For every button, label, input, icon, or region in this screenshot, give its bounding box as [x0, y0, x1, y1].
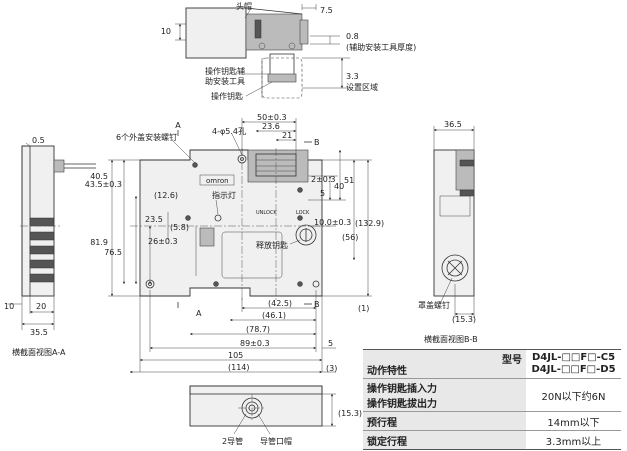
spec-row: 锁定行程 3.3mm以上	[363, 430, 621, 450]
label-cover-screw: 罩盖螺钉	[418, 300, 450, 310]
spec-head-label: 动作特性	[367, 366, 407, 377]
spec-header-cell: 型号 动作特性	[363, 349, 526, 379]
label-aux-thickness: (辅助安装工具厚度)	[346, 42, 416, 52]
label-brand: omron	[206, 177, 229, 185]
dim-5: 5	[320, 189, 325, 198]
label-head: 头帽	[236, 1, 252, 11]
label-view-aa: 横截面视图A-A	[12, 347, 66, 357]
spec-label-line2: 操作钥匙拔出力	[367, 399, 437, 410]
dim-114: (114)	[228, 363, 250, 372]
dim-3-3: 3.3	[346, 72, 359, 81]
label-key-aid: 操作钥匙辅	[205, 66, 245, 76]
dim-46-1: (46.1)	[262, 311, 286, 320]
dim-0-8: 0.8	[346, 32, 359, 41]
label-release-key: 释放钥匙	[256, 240, 288, 250]
dim-10-left: 10	[4, 302, 14, 311]
dim-89: 89±0.3	[240, 339, 270, 348]
bottom-view	[189, 385, 336, 435]
spec-row-label: 锁定行程	[363, 430, 526, 450]
dim-10-03: 10.0±0.3	[314, 218, 351, 227]
dim-51: 51	[344, 176, 354, 185]
spec-model-2: D4JL-□□F□-D5	[531, 364, 616, 375]
dim-43-5: 43.5±0.3	[85, 180, 122, 189]
dim-21: 21	[282, 131, 292, 140]
label-conduit2: 2导管	[222, 436, 243, 446]
arrow-b-top: B	[314, 138, 320, 147]
dim-20: 20	[36, 302, 46, 311]
arrow-b-bottom: B	[314, 300, 320, 309]
label-view-bb: 横截面视图B-B	[424, 334, 478, 344]
dim-56: (56)	[342, 233, 358, 242]
label-lock: LOCK	[296, 210, 310, 216]
spec-row-value: 3.3mm以上	[526, 430, 621, 450]
dim-78-7: (78.7)	[246, 325, 270, 334]
dim-7-5: 7.5	[320, 6, 333, 15]
dim-0-5: 0.5	[32, 136, 45, 145]
spec-models: D4JL-□□F□-C5 D4JL-□□F□-D5	[526, 349, 621, 379]
dim-105: 105	[228, 351, 243, 360]
dim-76-5: 76.5	[104, 248, 122, 257]
side-view-bb	[433, 126, 475, 318]
dim-42-5: (42.5)	[268, 299, 292, 308]
spec-header-row: 型号 动作特性 D4JL-□□F□-C5 D4JL-□□F□-D5	[363, 349, 621, 379]
dim-40-5: 40.5	[90, 172, 108, 181]
label-unlock: UNLOCK	[256, 210, 277, 216]
arrow-a-bottom: A	[196, 309, 202, 318]
dim-23-6: 23.6	[262, 122, 280, 131]
spec-corner-label: 型号	[502, 355, 522, 366]
spec-row-value: 14mm以下	[526, 411, 621, 431]
arrow-a-top: A	[175, 121, 181, 130]
label-key-aid2: 助安装工具	[205, 76, 245, 86]
dim-5b: 5	[328, 339, 333, 348]
spec-row-label: 操作钥匙插入力 操作钥匙拔出力	[363, 378, 526, 412]
label-holes: 4-φ5.4孔	[212, 127, 246, 136]
dim-2: 2±0.3	[311, 175, 336, 184]
spec-row-label: 预行程	[363, 411, 526, 431]
label-conduit-mouth: 导管口帽	[260, 436, 292, 446]
front-view	[108, 118, 372, 374]
dim-15-3a: (15.3)	[452, 315, 476, 324]
dim-1: (1)	[358, 304, 369, 313]
spec-table: 型号 动作特性 D4JL-□□F□-C5 D4JL-□□F□-D5 操作钥匙插入…	[363, 349, 621, 450]
top-head-view	[175, 4, 350, 99]
label-cover-screws: 6个外盖安装螺钉	[116, 132, 177, 142]
dim-132-9: (132.9)	[355, 219, 384, 228]
label-setting-area: 设置区域	[346, 82, 378, 92]
dim-12-6: (12.6)	[154, 191, 178, 200]
label-op-key: 操作钥匙	[211, 91, 243, 101]
dim-40: 40	[334, 182, 344, 191]
dim-3: (3)	[326, 364, 337, 373]
side-view-aa	[8, 142, 96, 330]
dim-5-8: (5.8)	[170, 223, 189, 232]
dim-23-5: 23.5	[145, 215, 163, 224]
dim-81-9: 81.9	[90, 238, 108, 247]
dim-26: 26±0.3	[148, 237, 178, 246]
dim-35-5: 35.5	[30, 328, 48, 337]
dim-50: 50±0.3	[257, 113, 287, 122]
label-indicator: 指示灯	[212, 190, 236, 200]
dim-36-5: 36.5	[444, 120, 462, 129]
dim-15-3b: (15.3)	[338, 409, 362, 418]
dim-10-top: 10	[161, 27, 171, 36]
spec-model-1: D4JL-□□F□-C5	[531, 352, 616, 363]
spec-row: 操作钥匙插入力 操作钥匙拔出力 20N以下约6N	[363, 378, 621, 412]
spec-row-value: 20N以下约6N	[526, 378, 621, 412]
spec-row: 预行程 14mm以下	[363, 411, 621, 431]
spec-label-line1: 操作钥匙插入力	[367, 384, 437, 395]
